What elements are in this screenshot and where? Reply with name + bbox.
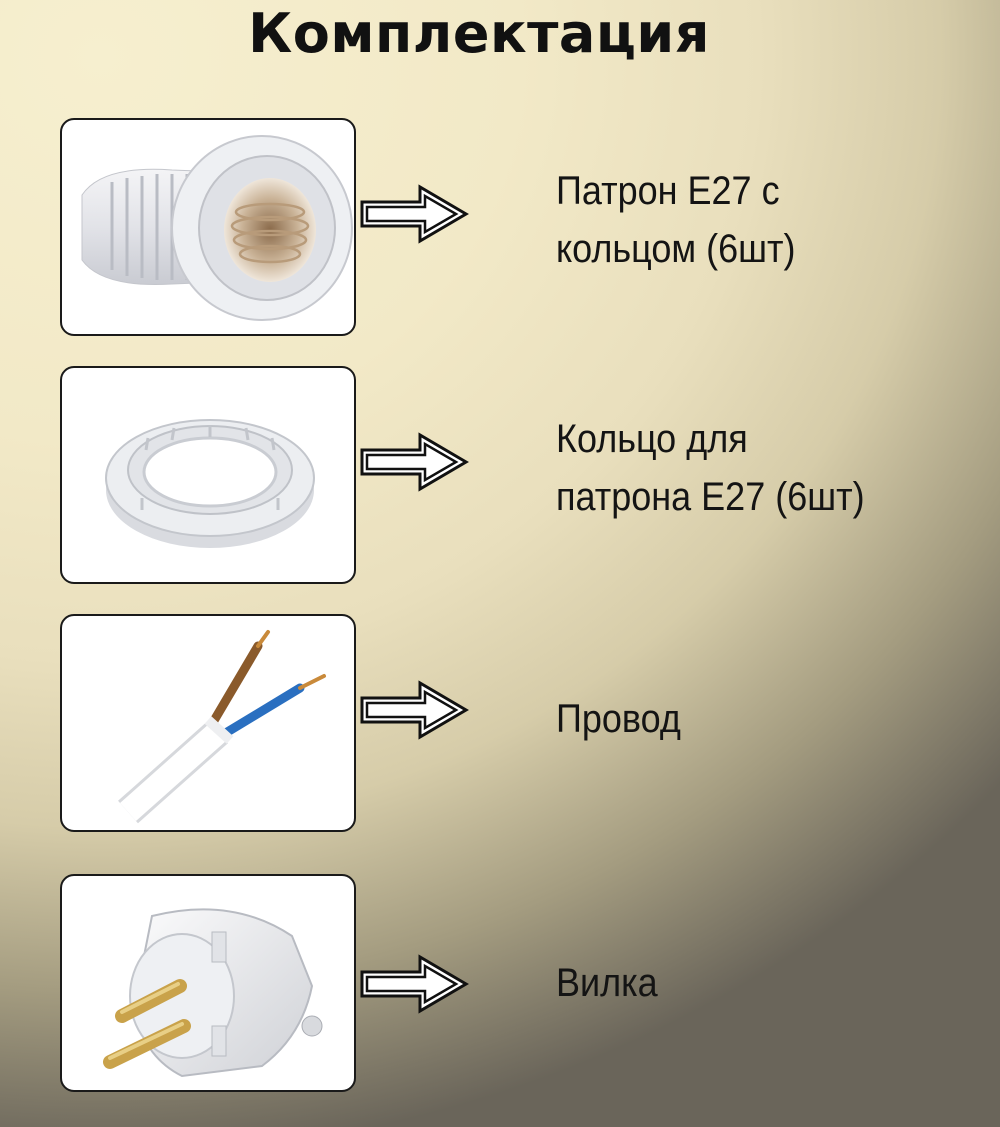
item-row-wire: Провод	[60, 614, 1000, 832]
socket-ring-icon	[105, 419, 315, 548]
item-image-card	[60, 118, 356, 336]
page-title: Комплектация	[248, 2, 710, 65]
item-image-card	[60, 874, 356, 1092]
item-label: Кольцо для патрона Е27 (6шт)	[556, 417, 865, 519]
lamp-socket-icon	[81, 135, 353, 321]
item-row-plug: Вилка	[60, 874, 1000, 1092]
arrow-right-icon	[360, 954, 469, 1014]
item-label: Вилка	[556, 961, 658, 1005]
item-label: Провод	[556, 697, 681, 741]
item-image-card	[60, 366, 356, 584]
arrow-right-icon	[360, 680, 469, 740]
plug-icon	[103, 908, 323, 1078]
item-image-card	[60, 614, 356, 832]
arrow-right-icon	[360, 184, 469, 244]
wire-icon	[118, 630, 326, 824]
item-row-socket: Патрон Е27 с кольцом (6шт)	[60, 118, 1000, 336]
item-row-ring: Кольцо для патрона Е27 (6шт)	[60, 366, 1000, 584]
item-label: Патрон Е27 с кольцом (6шт)	[556, 169, 796, 271]
arrow-right-icon	[360, 432, 469, 492]
